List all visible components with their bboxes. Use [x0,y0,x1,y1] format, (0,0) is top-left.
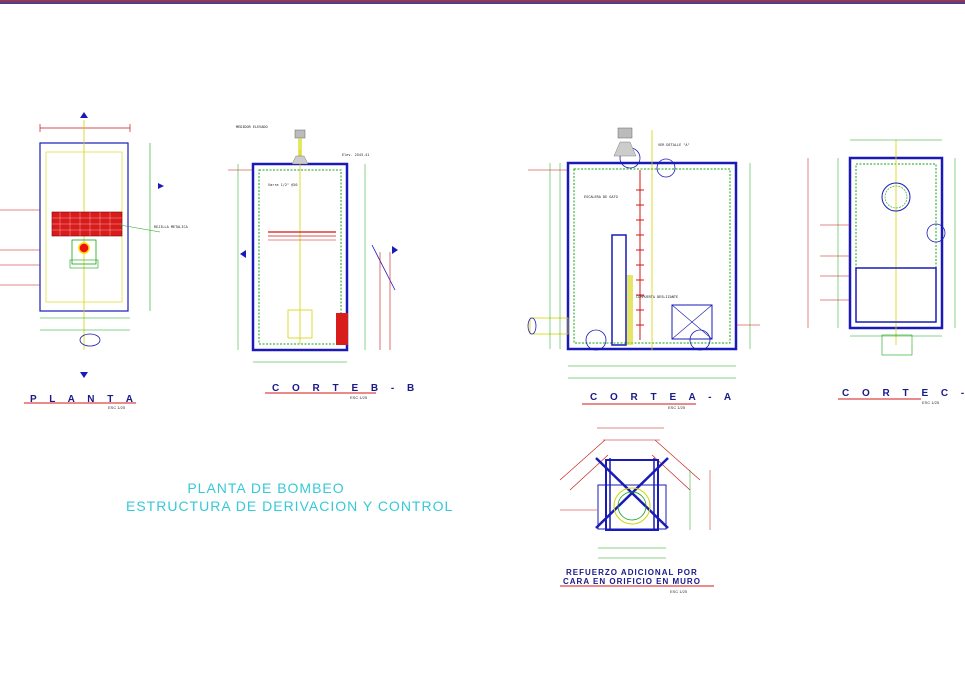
refuerzo-view [559,427,714,587]
label-detalle: VER DETALLE "A" [658,143,690,147]
project-title-line2: ESTRUCTURA DE DERIVACION Y CONTROL [126,498,454,514]
corte-aa-view [527,127,760,405]
label-rejilla: REJILLA METALICA [154,225,189,229]
planta-scale: ESC 1/25 [108,405,126,410]
corte-bb-title: C O R T E B - B [272,383,420,394]
corte-bb-view [228,129,398,394]
label-medidor: MEDIDOR ELEVADO [236,125,268,129]
planta-view [0,112,164,404]
project-title-line1: PLANTA DE BOMBEO [187,480,345,496]
label-compuerta: COMPUERTA DESLIZANTE [636,295,678,299]
corte-cc-scale: ESC 1/25 [922,400,940,405]
refuerzo-title-2: CARA EN ORIFICIO EN MURO [563,577,701,586]
corte-bb-scale: ESC 1/25 [350,395,368,400]
corte-cc-title: C O R T E C - C [842,388,965,399]
window-top-border [0,0,965,4]
label-escalera: ESCALERA DE GATO [584,195,618,199]
corte-aa-title: C O R T E A - A [590,392,737,403]
refuerzo-title-1: REFUERZO ADICIONAL POR [566,568,698,577]
planta-title: P L A N T A [30,394,138,405]
label-varilla: Varra 1/2" @20 [268,183,298,187]
corte-cc-view [807,139,956,400]
corte-aa-scale: ESC 1/25 [668,405,686,410]
refuerzo-scale: ESC 1/25 [670,589,688,594]
label-elev: Elev. 2543.41 [342,153,369,157]
